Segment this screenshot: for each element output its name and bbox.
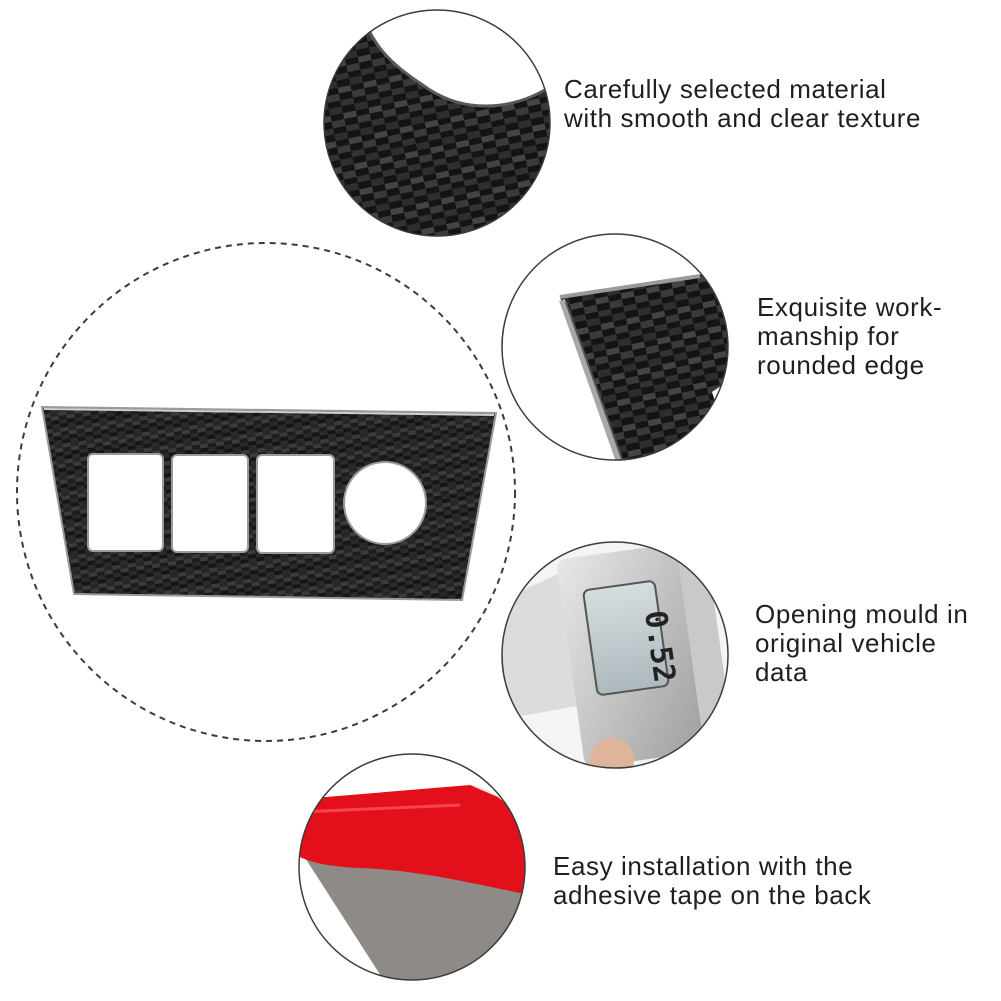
caption-line: Easy installation with the [553,851,854,881]
main-product-view [16,242,516,742]
dashed-frame-circle [16,242,516,742]
caption-line: rounded edge [757,350,925,380]
caption-line: Carefully selected material [564,74,887,104]
feature-caption-3: Opening mould in original vehicle data [755,600,968,687]
feature-caption-2: Exquisite work- manship for rounded edge [757,293,942,380]
feature-caption-1: Carefully selected material with smooth … [564,75,921,133]
caption-line: adhesive tape on the back [553,880,872,910]
rounded-edge-closeup-icon [501,233,729,461]
round-cutout [343,461,427,545]
adhesive-tape-backing-icon [298,753,526,981]
caption-line: manship for [757,321,900,351]
caption-line: with smooth and clear texture [564,103,922,133]
switch-cutout-3 [256,454,335,554]
feature-caption-4: Easy installation with the adhesive tape… [553,852,872,910]
caption-line: Opening mould in [755,599,969,629]
switch-cutout-2 [171,454,249,553]
caption-line: data [755,657,809,687]
caption-line: original vehicle [755,628,937,658]
panel-edge-highlight [43,408,495,416]
caption-line: Exquisite work- [757,292,943,322]
digital-caliper-icon: 0.52 [501,541,729,769]
switch-cutout-1 [87,453,164,552]
carbon-texture-closeup-icon [323,9,551,237]
